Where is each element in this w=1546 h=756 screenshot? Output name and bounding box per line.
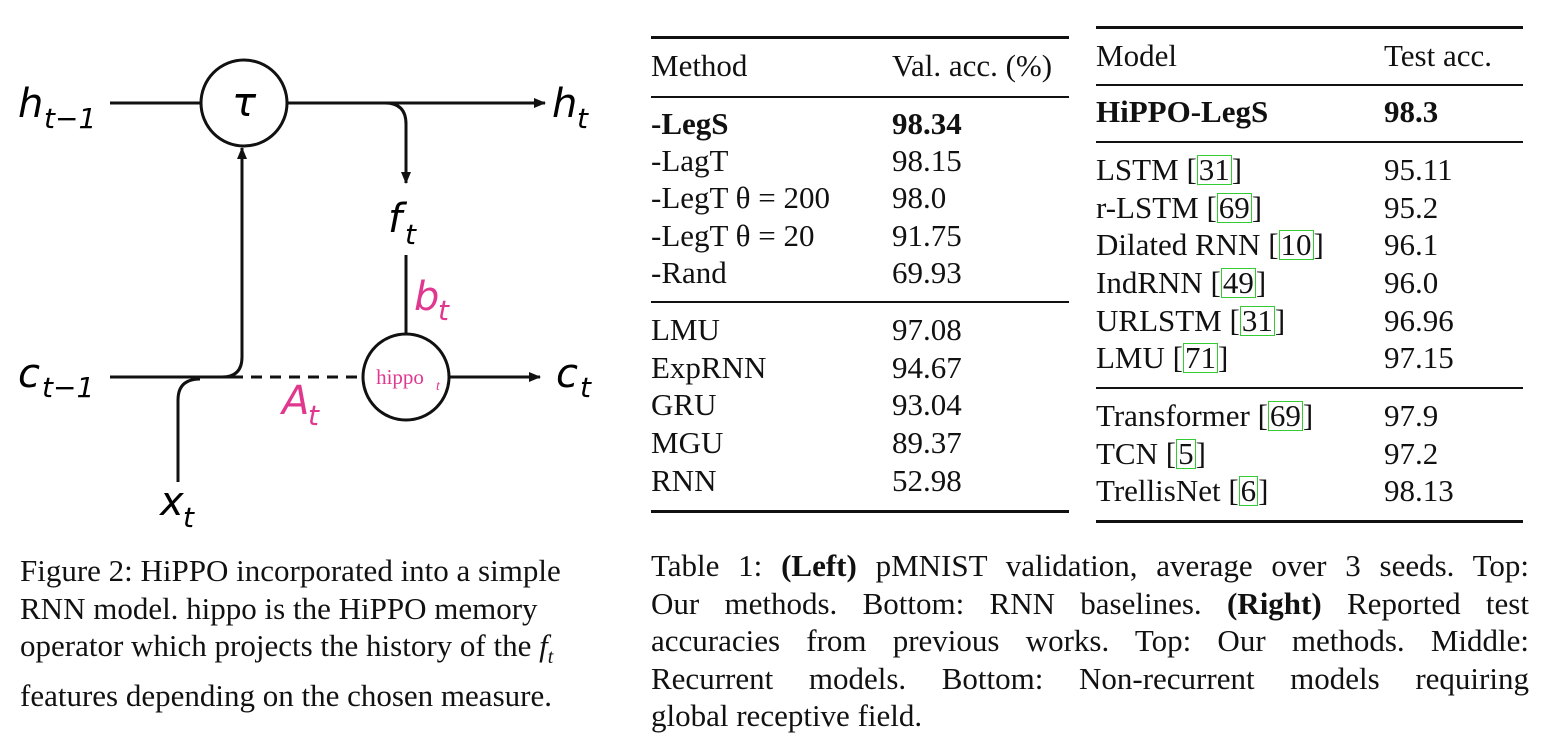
figure-caption-line: Figure 2: HiPPO incorporated into a simp… — [20, 553, 561, 588]
table-row-model: HiPPO-LegS — [1096, 94, 1269, 129]
table-row-acc: 69.93 — [892, 255, 962, 290]
table-row-method: RNN — [651, 463, 717, 498]
table-caption-line: Table 1: (Left) pMNIST validation, avera… — [651, 548, 1530, 583]
table-row-model: TrellisNet [6] — [1096, 473, 1269, 508]
c-to-tau-arrow — [221, 147, 247, 379]
A-sub: t — [308, 399, 320, 432]
b-sub: t — [438, 294, 450, 327]
header-method: Method — [651, 48, 748, 83]
header-val-acc: Val. acc. (%) — [892, 48, 1053, 83]
x-sub: t — [183, 501, 195, 534]
citation-link[interactable]: 5 — [1176, 436, 1196, 471]
mid-rule — [651, 301, 1069, 303]
table-row-model: LSTM [31] — [1096, 152, 1243, 187]
table-row-acc: 93.04 — [892, 387, 962, 422]
table-row-method: GRU — [651, 387, 717, 422]
h-prev-label: h — [18, 81, 43, 127]
table-row-acc: 97.15 — [1384, 340, 1454, 375]
table-row-acc: 97.2 — [1384, 436, 1439, 471]
x-label: x — [158, 479, 184, 525]
A-label: A — [279, 378, 309, 424]
table-row-method: -LegS — [651, 106, 729, 141]
f-branch-arrow — [384, 101, 411, 184]
table-row-method: -Rand — [651, 255, 727, 290]
c-next-sub: t — [580, 371, 592, 404]
table-row-acc: 96.96 — [1384, 303, 1454, 338]
table-caption: Table 1: (Left) pMNIST validation, avera… — [651, 547, 1529, 735]
table-right: Model Test acc. HiPPO-LegS 98.3 LSTM [31… — [1096, 26, 1523, 526]
citation-link[interactable]: 69 — [1267, 398, 1303, 433]
table-row-method: -LegT θ = 20 — [651, 218, 815, 253]
table-row-model: TCN [5] — [1096, 436, 1206, 471]
c-prev-sub: t−1 — [42, 371, 94, 404]
citation-link[interactable]: 71 — [1182, 340, 1218, 375]
table-row-model: LMU [71] — [1096, 340, 1229, 375]
figure-caption-line: RNN model. hippo is the HiPPO memory — [20, 590, 538, 626]
figure-caption-line: features depending on the chosen measure… — [20, 677, 552, 713]
citation-link[interactable]: 31 — [1196, 152, 1232, 187]
c-next-label: c — [556, 351, 578, 397]
table-row-acc: 94.67 — [892, 350, 962, 385]
table-caption-line: global receptive field. — [651, 698, 923, 733]
table-row-acc: 96.1 — [1384, 227, 1439, 262]
table-row-acc: 96.0 — [1384, 265, 1439, 300]
hippo-node — [361, 332, 451, 422]
mid-rule-2 — [1096, 387, 1523, 389]
table-row-method: MGU — [651, 425, 724, 460]
table-caption-line: Our methods. Bottom: RNN baselines. (Rig… — [651, 585, 1529, 621]
table-row-acc: 95.11 — [1384, 152, 1453, 187]
h-prev-sub: t−1 — [44, 102, 96, 135]
table-row-acc: 98.15 — [892, 143, 962, 178]
table-row-acc: 97.08 — [892, 312, 962, 347]
table-row-model: Transformer [69] — [1096, 398, 1314, 433]
h-next-sub: t — [577, 102, 589, 135]
table-row-acc: 95.2 — [1384, 190, 1439, 225]
table-row-model: URLSTM [31] — [1096, 303, 1286, 338]
tau-node — [199, 58, 289, 148]
table-row-method: -LegT θ = 200 — [651, 180, 830, 215]
table-row-acc: 98.34 — [892, 106, 962, 141]
citation-link[interactable]: 10 — [1278, 227, 1314, 262]
bottom-rule — [651, 510, 1069, 513]
table-row-model: IndRNN [49] — [1096, 265, 1267, 300]
header-model: Model — [1096, 38, 1177, 73]
b-label: b — [414, 274, 439, 320]
hippo-label-sub: t — [436, 379, 441, 394]
figure-caption: Figure 2: HiPPO incorporated into a simp… — [20, 552, 595, 714]
bottom-rule — [1096, 520, 1523, 523]
header-rule — [651, 96, 1069, 98]
citation-link[interactable]: 69 — [1216, 190, 1252, 225]
hippo-label: hippo — [376, 365, 424, 389]
x-input-line — [176, 377, 201, 482]
table-row-acc: 98.3 — [1384, 94, 1439, 129]
figure-caption-line: operator which projects the history of t… — [20, 628, 554, 669]
citation-link[interactable]: 31 — [1239, 303, 1275, 338]
top-rule — [651, 36, 1069, 39]
mid-rule-1 — [1096, 141, 1523, 143]
table-row-acc: 98.13 — [1384, 473, 1454, 508]
table-row-acc: 97.9 — [1384, 398, 1439, 433]
table-caption-line: Recurrent models. Bottom: Non-recurrent … — [651, 660, 1529, 696]
table-row-method: -LagT — [651, 143, 729, 178]
table-row-model: r-LSTM [69] — [1096, 190, 1263, 225]
hippo-rnn-diagram: τ hippo t h t−1 h t c t−1 c t x t f t b … — [18, 58, 592, 534]
table-left: Method Val. acc. (%) -LegS 98.34 -LagT 9… — [651, 36, 1069, 516]
table-row-method: ExpRNN — [651, 350, 767, 385]
citation-link[interactable]: 6 — [1238, 473, 1259, 508]
table-row-method: LMU — [651, 312, 720, 347]
table-row-acc: 52.98 — [892, 463, 962, 498]
c-prev-label: c — [18, 351, 40, 397]
header-rule — [1096, 84, 1523, 86]
table-row-acc: 89.37 — [892, 425, 962, 460]
table-row-acc: 98.0 — [892, 180, 947, 215]
h-next-label: h — [552, 81, 577, 127]
table-row-model: Dilated RNN [10] — [1096, 227, 1324, 262]
f-sub: t — [405, 218, 417, 251]
citation-link[interactable]: 49 — [1220, 265, 1256, 300]
tau-symbol: τ — [232, 80, 257, 126]
top-rule — [1096, 26, 1523, 29]
table-row-acc: 91.75 — [892, 218, 962, 253]
header-test-acc: Test acc. — [1384, 38, 1492, 73]
table-caption-line: accuracies from previous works. Top: Our… — [651, 623, 1529, 658]
